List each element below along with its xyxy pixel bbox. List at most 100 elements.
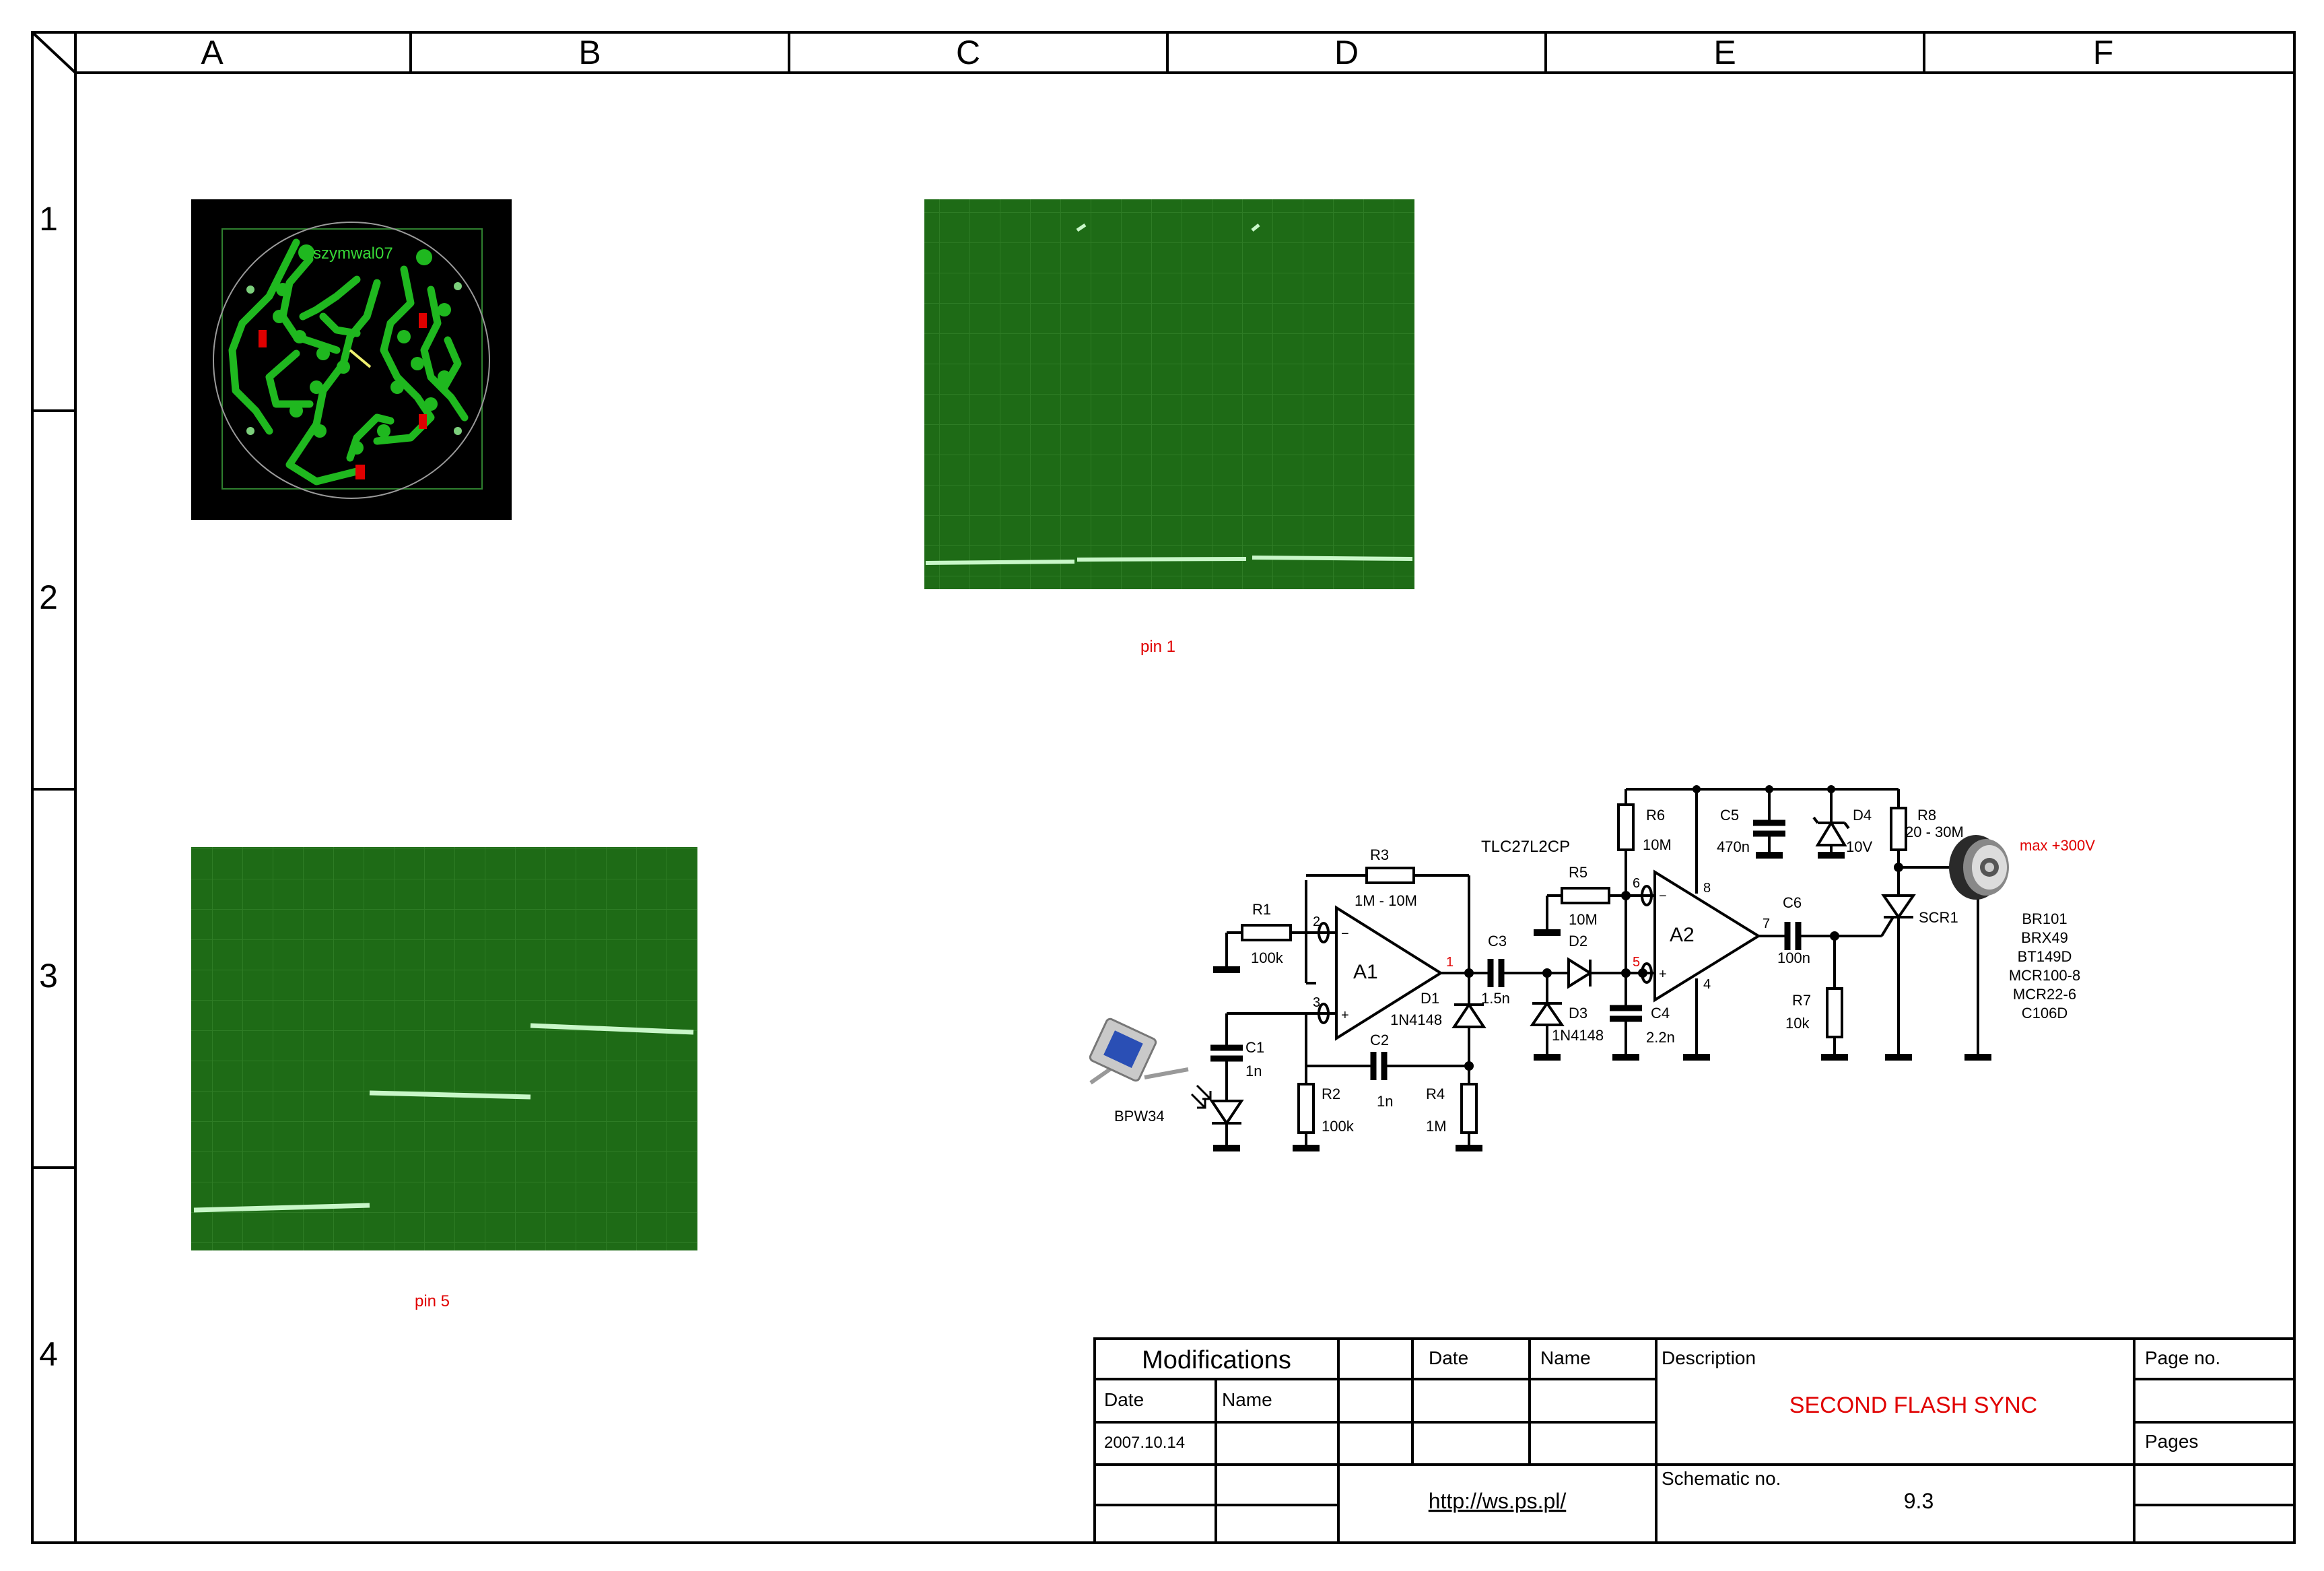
a1-plus-sign: + [1341, 1008, 1349, 1023]
column-label-c: C [956, 34, 980, 71]
r4-body [1460, 1083, 1478, 1134]
mod-name-header: Name [1222, 1389, 1272, 1410]
r3-body [1365, 867, 1415, 884]
scr-alt-2: BRX49 [2021, 929, 2068, 946]
modifications-heading: Modifications [1142, 1346, 1291, 1374]
r8-ref: R8 [1917, 807, 1936, 824]
r4-value: 1M [1426, 1118, 1447, 1135]
photodiode-part-label: BPW34 [1114, 1108, 1165, 1125]
row-labels: 1 2 3 4 [39, 200, 58, 1373]
oscilloscope-pin5-image: pin 5 [191, 847, 697, 1310]
title-block-text: Modifications Date Name Date Name 2007.1… [1104, 1346, 2220, 1513]
pcb-author-label: szymwal07 [313, 244, 393, 263]
r3-ref: R3 [1370, 846, 1389, 863]
c4-value: 2.2n [1646, 1029, 1675, 1046]
r7-value: 10k [1785, 1015, 1810, 1032]
column-label-d: D [1334, 34, 1359, 71]
title-block [1093, 1337, 2296, 1544]
flash-tube-image [1949, 835, 2009, 900]
r5-ref: R5 [1569, 864, 1587, 881]
c6-ref: C6 [1783, 894, 1802, 911]
c5-ref: C5 [1720, 807, 1739, 824]
c1-value: 1n [1245, 1063, 1262, 1079]
mod-date-value: 2007.10.14 [1104, 1434, 1185, 1452]
c6-value: 100n [1777, 949, 1810, 966]
name-header: Name [1540, 1347, 1591, 1368]
scr-alt-5: MCR22-6 [2013, 986, 2076, 1003]
r6-ref: R6 [1646, 807, 1665, 824]
r2-value: 100k [1322, 1118, 1355, 1135]
r1-ref: R1 [1252, 901, 1271, 918]
pcb-layout-image: szymwal07 [191, 199, 512, 520]
c4-ref: C4 [1651, 1005, 1670, 1022]
pin-2-label: 2 [1313, 914, 1320, 929]
r6-value: 10M [1643, 836, 1672, 853]
r6-body [1617, 803, 1635, 851]
c3-value: 1.5n [1481, 990, 1510, 1007]
r7-ref: R7 [1792, 992, 1811, 1009]
c5-value: 470n [1717, 838, 1750, 855]
r5-body [1561, 887, 1610, 904]
pin-6-label: 6 [1633, 876, 1640, 891]
a1-label: A1 [1353, 961, 1378, 983]
c1-ref: C1 [1245, 1039, 1264, 1056]
pin-3-label: 3 [1313, 995, 1320, 1010]
r5-value: 10M [1569, 911, 1598, 928]
pin1-trace [925, 556, 1413, 565]
pages-label: Pages [2145, 1431, 2198, 1452]
row-label-1: 1 [39, 200, 58, 238]
bpw34-photodiode-image [1089, 1017, 1189, 1085]
scr-alt-3: BT149D [2018, 948, 2072, 965]
a2-label: A2 [1670, 924, 1695, 946]
r3-value: 1M - 10M [1355, 892, 1417, 909]
website-link[interactable]: http://ws.ps.pl/ [1429, 1489, 1567, 1513]
page-no-label: Page no. [2145, 1347, 2220, 1368]
resistor-bodies [1241, 803, 1907, 1134]
pin-1-label: 1 [1446, 955, 1454, 970]
pin5-caption: pin 5 [415, 1292, 450, 1310]
pin-numbers: 1 2 3 4 5 6 7 8 − + − + [1313, 876, 1770, 1023]
d3-value: 1N4148 [1552, 1027, 1604, 1044]
c3-ref: C3 [1488, 933, 1507, 949]
scr-alt-1: BR101 [2022, 910, 2067, 927]
scr-alt-4: MCR100-8 [2009, 967, 2080, 984]
row-label-2: 2 [39, 578, 58, 616]
row-label-3: 3 [39, 957, 58, 995]
d1-ref: D1 [1421, 990, 1439, 1007]
description-label: Description [1662, 1347, 1756, 1368]
r8-body [1890, 807, 1907, 851]
pin-4-label: 4 [1703, 977, 1711, 992]
column-labels: A B C D E F [201, 34, 2113, 71]
a2-plus-sign: + [1659, 967, 1667, 982]
pin-5-label: 5 [1633, 955, 1640, 970]
ic-part-label: TLC27L2CP [1481, 838, 1570, 856]
pin-7-label: 7 [1763, 916, 1770, 931]
r1-body [1241, 924, 1292, 941]
r1-value: 100k [1251, 949, 1284, 966]
row-label-4: 4 [39, 1335, 58, 1373]
a2-minus-sign: − [1659, 889, 1667, 904]
schematic-no-label: Schematic no. [1662, 1468, 1781, 1489]
circuit-schematic [1190, 785, 1991, 1151]
pin-8-label: 8 [1703, 881, 1711, 896]
d4-value: 10V [1846, 838, 1872, 855]
pin1-caption: pin 1 [1140, 638, 1175, 656]
c2-ref: C2 [1370, 1032, 1389, 1048]
column-label-e: E [1713, 34, 1736, 71]
r2-ref: R2 [1322, 1085, 1340, 1102]
d1-value: 1N4148 [1390, 1011, 1442, 1028]
d3-ref: D3 [1569, 1005, 1587, 1022]
date-header: Date [1429, 1347, 1468, 1368]
scr-alternatives-list: BR101 BRX49 BT149D MCR100-8 MCR22-6 C106… [2009, 910, 2080, 1022]
mod-date-header: Date [1104, 1389, 1144, 1410]
description-value: SECOND FLASH SYNC [1789, 1393, 2037, 1418]
scr-alt-6: C106D [2022, 1005, 2067, 1022]
oscilloscope-pin1-image: pin 1 [924, 199, 1414, 656]
schematic-no-value: 9.3 [1904, 1489, 1934, 1513]
max-voltage-label: max +300V [2020, 837, 2095, 854]
a1-minus-sign: − [1341, 927, 1349, 941]
d4-ref: D4 [1853, 807, 1872, 824]
pin5-trace [193, 1023, 694, 1213]
website-link-text[interactable]: http://ws.ps.pl/ [1429, 1489, 1567, 1513]
